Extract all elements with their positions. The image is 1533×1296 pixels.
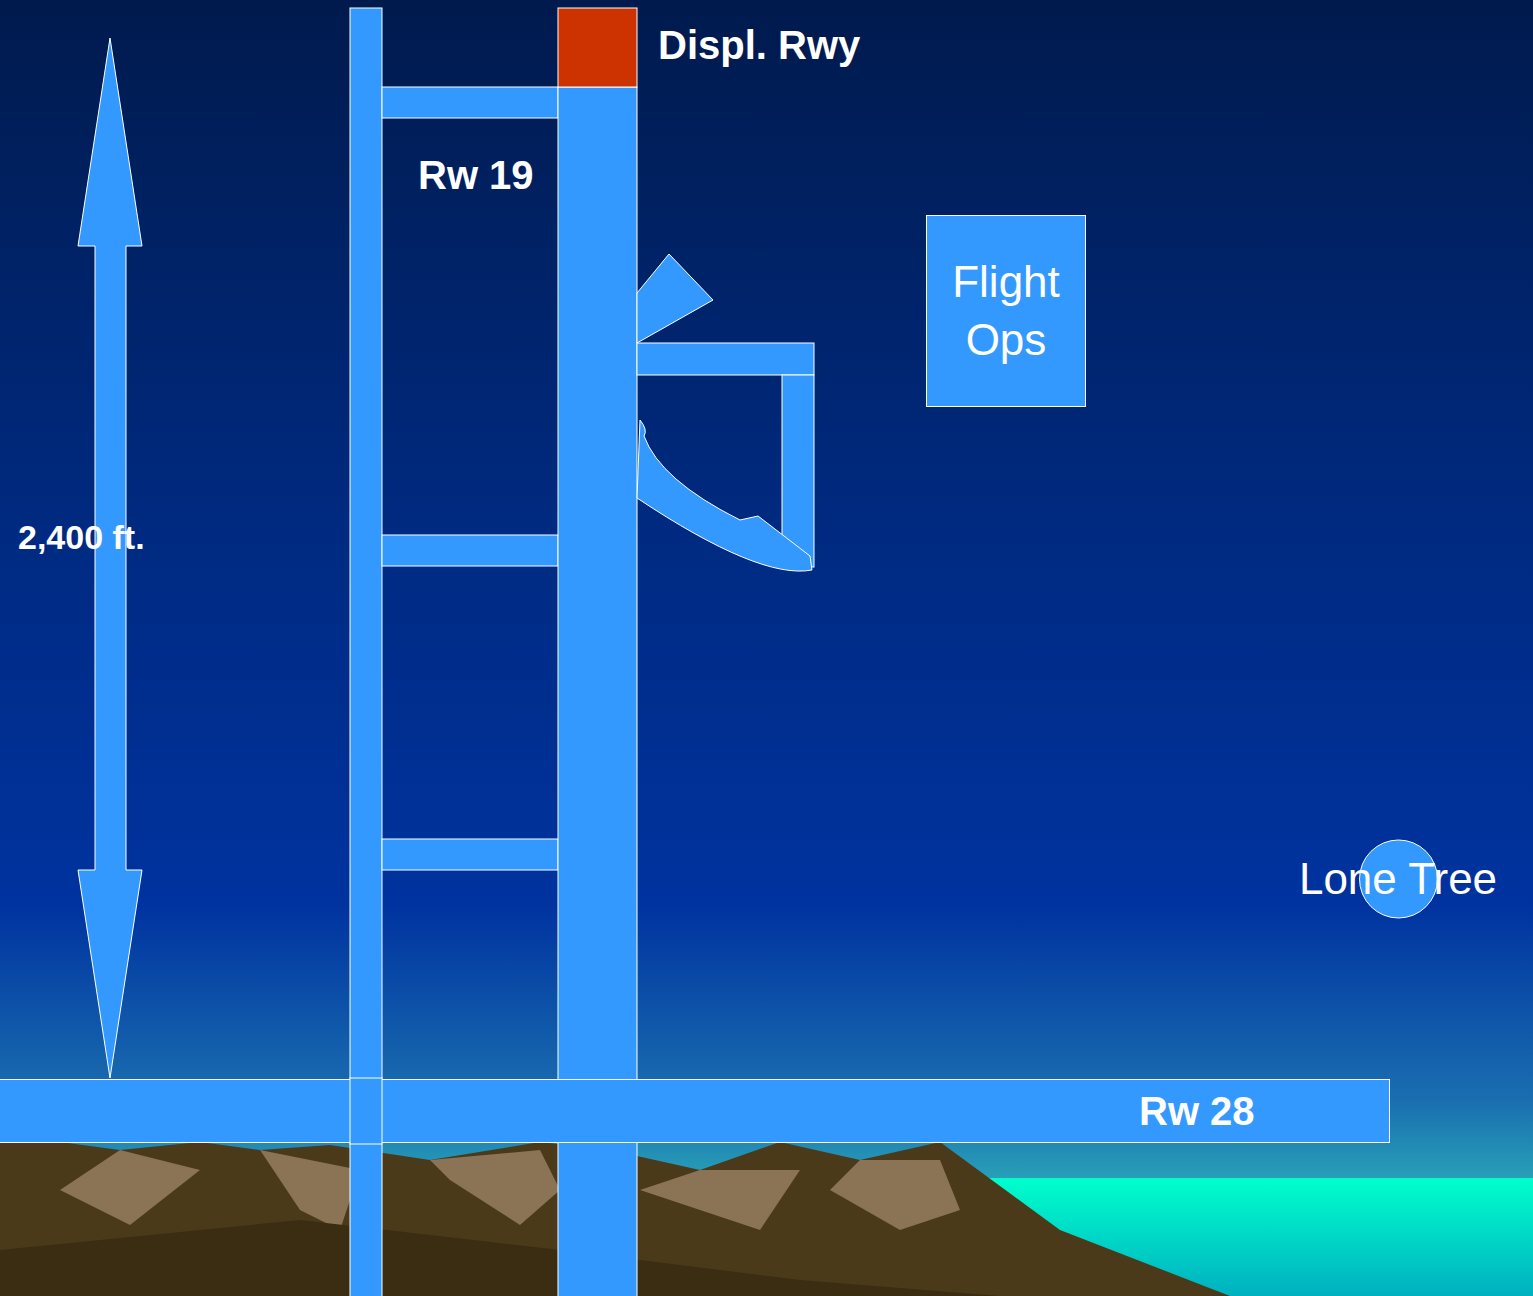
mountain-shadow (0, 1220, 1000, 1296)
landmark-circle: Lone Tree (1297, 839, 1500, 919)
mountain-highlight (640, 1170, 800, 1230)
mountain-highlight (430, 1150, 560, 1225)
dimension-arrow (78, 38, 142, 1078)
mountain-highlight (260, 1150, 360, 1230)
displaced-threshold (558, 8, 637, 87)
taxiway-connector (382, 535, 558, 566)
curved-taxiway (637, 420, 812, 571)
runway-band: Rw 28 (0, 1079, 1390, 1143)
taxiway-connector (382, 87, 558, 118)
mountain-highlight (830, 1160, 960, 1230)
runway-name: Rw 19 (418, 152, 534, 198)
landmark-name: Lone Tree (1297, 839, 1500, 919)
building-box: Flight Ops (926, 215, 1086, 407)
taxiway-connector (382, 839, 558, 870)
runway-threshold-label: Displ. Rwy (658, 22, 860, 68)
runway-name: Rw 28 (1139, 1080, 1255, 1142)
taxiway (637, 343, 814, 375)
building-name: Flight Ops (936, 253, 1076, 369)
dimension-label: 2,400 ft. (18, 517, 145, 557)
ramp (637, 254, 713, 343)
mountain-highlight (60, 1150, 200, 1225)
